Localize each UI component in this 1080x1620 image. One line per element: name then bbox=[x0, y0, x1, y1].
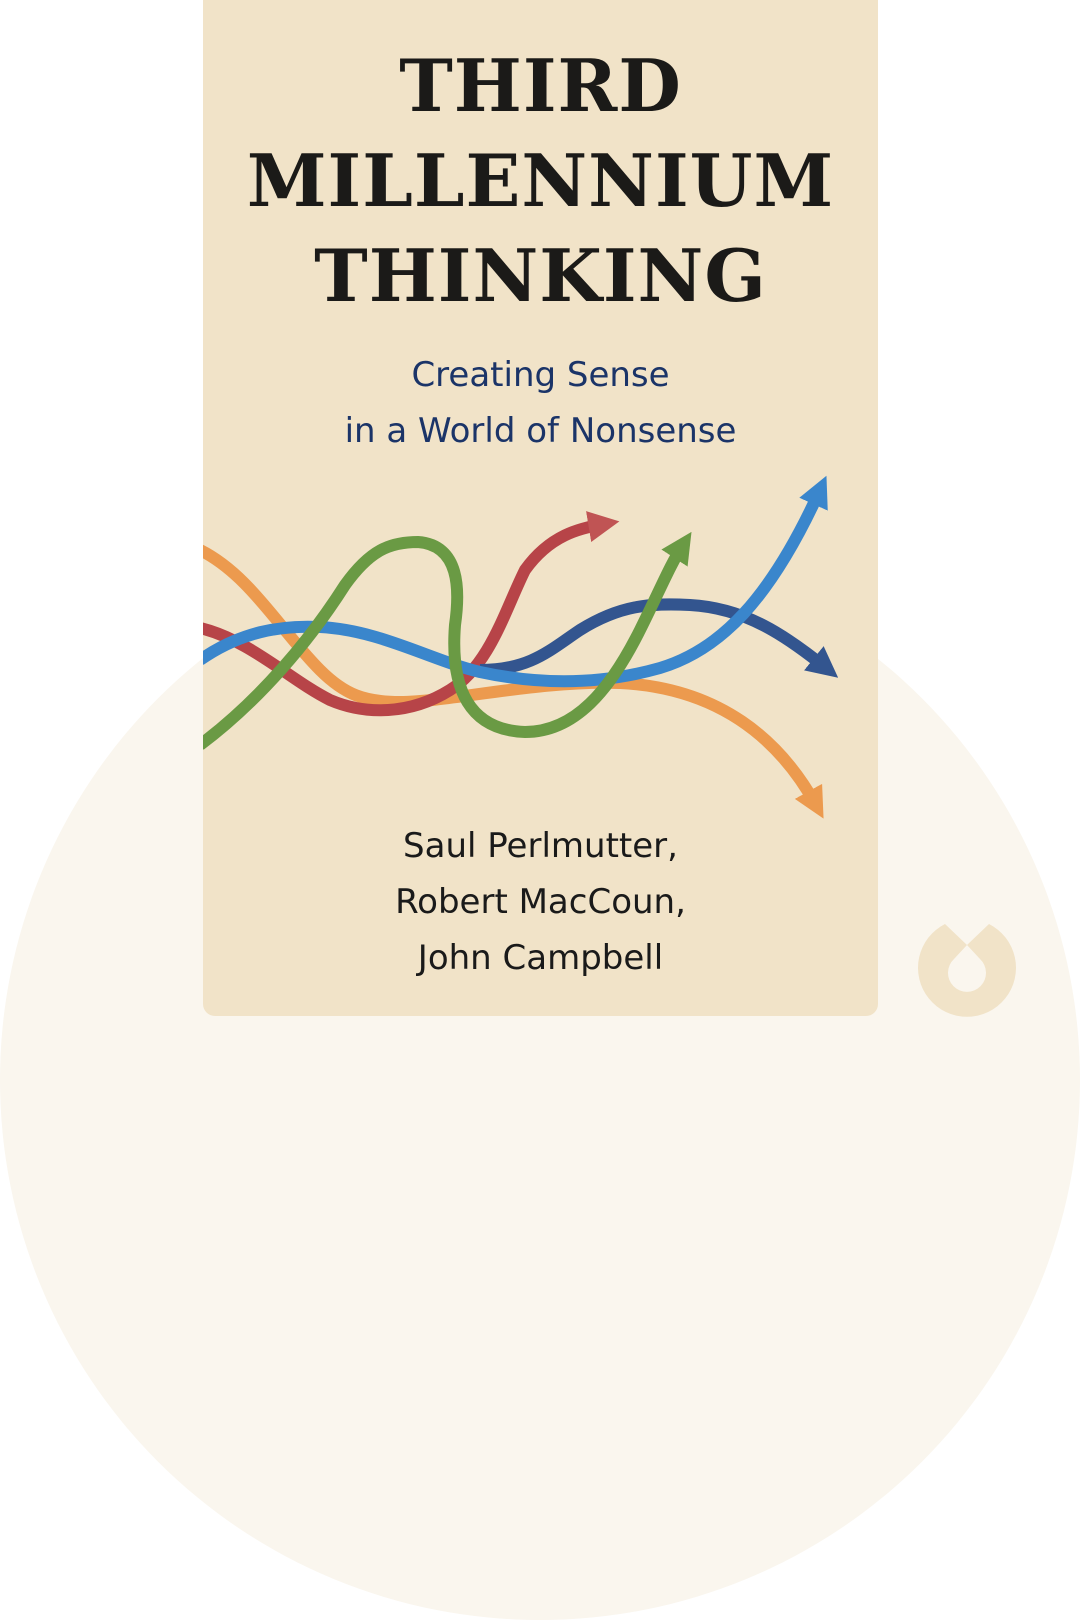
subtitle-line-1: Creating Sense bbox=[411, 355, 670, 395]
author-2: Robert MacCoun, bbox=[395, 882, 686, 922]
tangled-arrows-illustration bbox=[203, 475, 839, 819]
dark-blue-arrow bbox=[479, 598, 839, 678]
light-blue-arrow bbox=[203, 475, 828, 688]
book-subtitle: Creating Sense in a World of Nonsense bbox=[203, 347, 878, 459]
book-authors: Saul Perlmutter, Robert MacCoun, John Ca… bbox=[203, 818, 878, 986]
book-title: THIRD MILLENNIUM THINKING bbox=[203, 38, 878, 323]
subtitle-line-2: in a World of Nonsense bbox=[344, 411, 737, 451]
blinkist-logo-icon bbox=[918, 924, 1016, 1017]
author-1: Saul Perlmutter, bbox=[403, 826, 678, 866]
title-line-1: THIRD bbox=[399, 43, 682, 128]
green-arrow bbox=[203, 531, 692, 750]
book-cover: THIRD MILLENNIUM THINKING Creating Sense… bbox=[203, 0, 878, 1016]
author-3: John Campbell bbox=[417, 938, 664, 978]
title-line-2: MILLENNIUM bbox=[246, 138, 835, 223]
red-arrow bbox=[203, 511, 620, 717]
title-line-3: THINKING bbox=[314, 233, 767, 318]
